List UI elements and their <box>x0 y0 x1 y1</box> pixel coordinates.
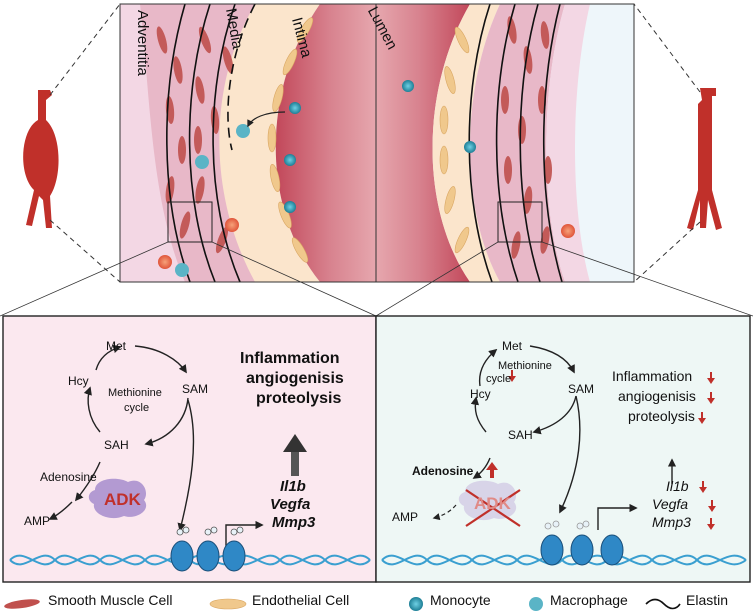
left-sam: SAM <box>182 382 209 396</box>
left-hcy: Hcy <box>68 374 89 388</box>
left-sah: SAH <box>104 438 129 452</box>
right-amp: AMP <box>392 510 419 524</box>
legend-monocyte: Monocyte <box>430 592 491 608</box>
adventitia-label: Adventitia <box>134 10 151 76</box>
aneurysm-vessel-icon <box>23 90 59 228</box>
right-adk: ADK <box>474 494 511 513</box>
legend: Smooth Muscle Cell Endothelial Cell Mono… <box>0 588 753 616</box>
right-met: Met <box>502 339 523 353</box>
angiogenisis-down-arrow <box>707 392 715 404</box>
inflammation-down-arrow <box>707 372 715 384</box>
right-gene-1: Il1b <box>666 478 689 494</box>
right-cycle-label-1: Methionine <box>498 360 552 372</box>
zoom-connector-lines <box>49 3 701 283</box>
right-gene-2: Vegfa <box>652 496 689 512</box>
right-outcome-1: Inflammation <box>612 368 693 384</box>
right-gene-3: Mmp3 <box>652 514 691 530</box>
right-outcome-3: proteolysis <box>628 408 695 424</box>
left-outcome-1: Inflammation <box>240 350 340 367</box>
elastin-icon <box>645 598 681 610</box>
legend-elastin: Elastin <box>686 592 729 608</box>
left-gene-2: Vegfa <box>270 496 311 513</box>
right-outcome-2: angiogenisis <box>618 388 696 404</box>
monocyte-icon <box>409 597 423 611</box>
left-cycle-label-1: Methionine <box>108 387 162 399</box>
macrophage-icon <box>529 597 543 611</box>
normal-vessel-icon <box>687 88 722 230</box>
right-cycle-label-2: cycle <box>486 373 512 385</box>
adenosine-up-arrow <box>486 462 498 478</box>
legend-smooth-muscle: Smooth Muscle Cell <box>48 592 173 608</box>
il1b-down-arrow <box>699 481 707 493</box>
change-arrows <box>486 370 716 530</box>
left-panel <box>2 315 377 583</box>
left-outcome-3: proteolysis <box>256 390 342 407</box>
legend-icons <box>4 597 681 611</box>
right-adenosine: Adenosine <box>412 464 474 478</box>
right-panel <box>375 315 751 583</box>
legend-endothelial: Endothelial Cell <box>252 592 350 608</box>
left-cycle-label-2: cycle <box>124 402 150 414</box>
left-met: Met <box>106 339 127 353</box>
left-adenosine: Adenosine <box>40 470 97 484</box>
left-gene-3: Mmp3 <box>272 514 316 531</box>
left-adk: ADK <box>104 490 141 509</box>
mmp3-down-arrow <box>707 518 715 530</box>
left-amp: AMP <box>24 514 51 528</box>
vegfa-down-arrow <box>708 500 716 512</box>
vessel-section <box>0 3 753 317</box>
right-hcy: Hcy <box>470 387 491 401</box>
right-sah: SAH <box>508 428 533 442</box>
right-sam: SAM <box>568 382 595 396</box>
smooth-muscle-cell-icon <box>4 599 40 609</box>
left-outcome-2: angiogenisis <box>246 370 344 387</box>
left-gene-1: Il1b <box>280 478 306 495</box>
cycle-down-arrow <box>508 370 516 382</box>
legend-macrophage: Macrophage <box>550 592 628 608</box>
proteolysis-down-arrow <box>698 412 706 424</box>
endothelial-cell-icon <box>209 598 247 610</box>
